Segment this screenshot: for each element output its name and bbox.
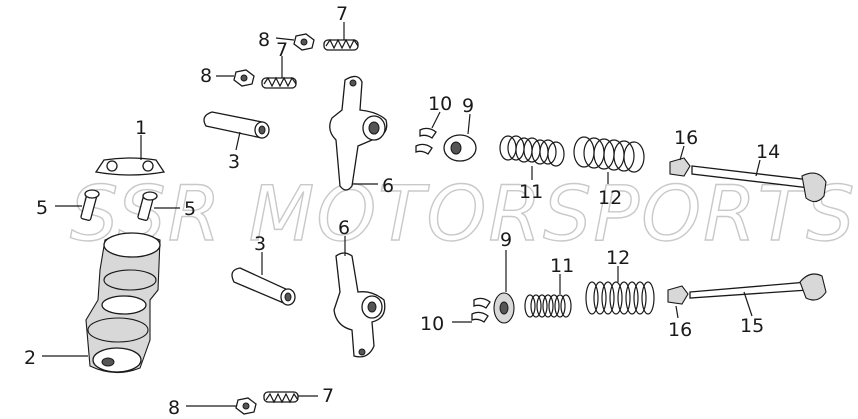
label-14: 14 bbox=[756, 141, 780, 163]
part-14-valve bbox=[691, 159, 827, 203]
part-3-rocker-shaft-lower bbox=[231, 252, 296, 306]
label-12-lower: 12 bbox=[606, 247, 630, 269]
label-5-left: 5 bbox=[36, 197, 48, 219]
label-3-upper: 3 bbox=[228, 151, 240, 173]
label-6-lower: 6 bbox=[338, 217, 350, 239]
label-7-bottom: 7 bbox=[322, 385, 334, 407]
part-11-inner-spring-upper bbox=[499, 135, 565, 180]
label-10-lower: 10 bbox=[420, 313, 444, 335]
label-12-upper: 12 bbox=[598, 187, 622, 209]
part-11-inner-spring-lower bbox=[524, 274, 572, 318]
label-8-mid: 8 bbox=[200, 65, 212, 87]
label-9-upper: 9 bbox=[462, 95, 474, 117]
label-11-upper: 11 bbox=[519, 181, 543, 203]
part-10-cotters-lower bbox=[452, 297, 491, 323]
label-8-bottom: 8 bbox=[168, 397, 180, 419]
part-5-bolt-left bbox=[55, 189, 100, 222]
label-11-lower: 11 bbox=[550, 255, 574, 277]
label-15: 15 bbox=[740, 315, 764, 337]
part-8-nut-top bbox=[275, 33, 315, 51]
part-16-stem-seal-lower bbox=[667, 285, 689, 319]
part-7-adjuster-screw-bottom bbox=[263, 391, 318, 404]
label-10-upper: 10 bbox=[428, 93, 452, 115]
label-16-upper: 16 bbox=[674, 127, 698, 149]
part-10-cotters-upper bbox=[415, 111, 441, 155]
label-9-lower: 9 bbox=[500, 229, 512, 251]
label-2: 2 bbox=[24, 347, 36, 369]
label-1: 1 bbox=[135, 117, 147, 139]
label-16-lower: 16 bbox=[668, 319, 692, 341]
part-8-nut-mid bbox=[216, 69, 255, 87]
part-1-holder-plate bbox=[94, 135, 166, 176]
part-15-valve bbox=[689, 273, 827, 317]
label-7-mid: 7 bbox=[276, 39, 288, 61]
part-6-rocker-arm-lower bbox=[333, 236, 386, 358]
part-8-nut-bottom bbox=[186, 397, 257, 415]
part-2-camshaft bbox=[42, 232, 161, 374]
part-3-rocker-shaft-upper bbox=[203, 111, 270, 151]
part-12-outer-spring-upper bbox=[573, 136, 645, 184]
part-5-bolt-right bbox=[137, 191, 180, 222]
part-12-outer-spring-lower bbox=[585, 266, 655, 315]
part-6-rocker-arm-upper bbox=[329, 75, 388, 191]
watermark-text: SSR MOTORSPORTS bbox=[70, 169, 857, 258]
part-7-adjuster-screw-top bbox=[323, 22, 359, 51]
part-9-retainer-upper bbox=[443, 113, 477, 162]
part-16-stem-seal-upper bbox=[669, 145, 691, 177]
part-7-adjuster-screw-mid bbox=[261, 56, 297, 89]
label-8-top: 8 bbox=[258, 29, 270, 51]
part-9-retainer-lower bbox=[493, 250, 515, 324]
label-3-lower: 3 bbox=[254, 233, 266, 255]
label-6-upper: 6 bbox=[382, 175, 394, 197]
label-7-top: 7 bbox=[336, 3, 348, 25]
label-5-right: 5 bbox=[184, 198, 196, 220]
